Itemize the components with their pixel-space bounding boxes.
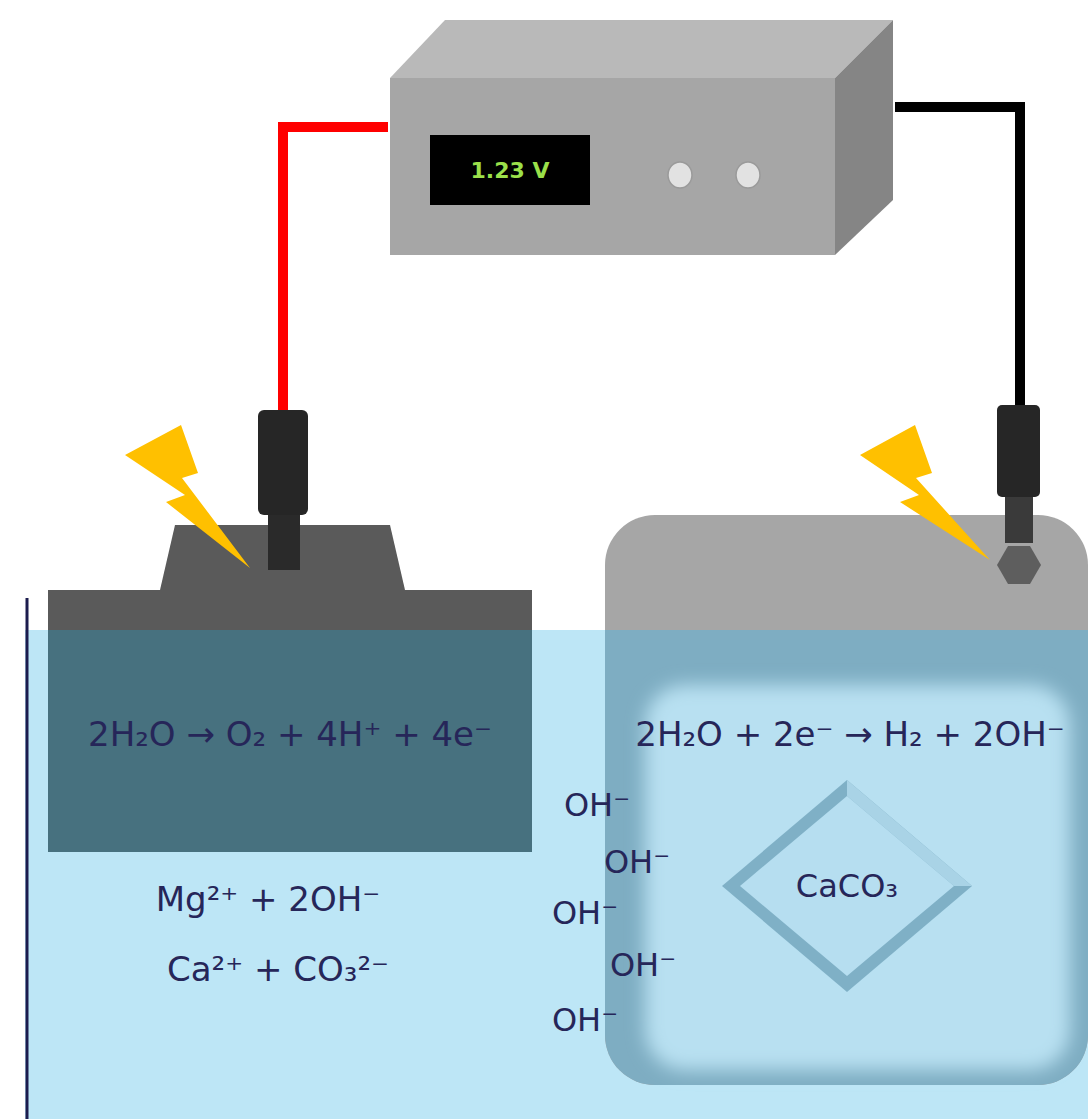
water xyxy=(25,630,1088,1119)
hydroxide-label: OH⁻ xyxy=(564,787,630,824)
tank-wall xyxy=(26,598,29,1119)
case-front xyxy=(390,78,835,255)
ion-label: Ca²⁺ + CO₃²⁻ xyxy=(167,950,389,989)
terminal-pin xyxy=(1005,493,1033,543)
anode: 2H₂O → O₂ + 4H⁺ + 4e⁻ xyxy=(48,410,532,852)
black-wire xyxy=(895,107,1020,405)
terminal-plug xyxy=(997,405,1040,497)
ion-label: Mg²⁺ + 2OH⁻ xyxy=(156,880,381,919)
terminal-plug xyxy=(258,410,308,515)
terminal-pin xyxy=(268,510,300,570)
red-wire xyxy=(283,127,388,410)
control-knob xyxy=(736,162,760,188)
voltage-readout: 1.23 V xyxy=(471,158,550,183)
lightning-bolt xyxy=(125,425,250,568)
lightning-bolt xyxy=(860,425,990,560)
crystal-face xyxy=(740,796,954,976)
anode-plate-top xyxy=(48,590,532,630)
hydroxide-label: OH⁻ xyxy=(604,844,670,881)
calcium-carbonate-crystal: CaCO₃ xyxy=(722,780,972,992)
half-reaction: 2H₂O → O₂ + 4H⁺ + 4e⁻ xyxy=(88,715,492,754)
cathode: CaCO₃ 2H₂O + 2e⁻ → H₂ + 2OH⁻ xyxy=(605,405,1088,1085)
hydroxide-label: OH⁻ xyxy=(610,947,676,984)
mineral-name: CaCO₃ xyxy=(796,868,898,905)
case-top xyxy=(390,20,893,78)
anode-plate-submerged xyxy=(48,630,532,852)
half-reaction: 2H₂O + 2e⁻ → H₂ + 2OH⁻ xyxy=(635,715,1065,754)
terminal-nut xyxy=(997,546,1041,584)
cathode-submerged xyxy=(605,630,1088,1085)
control-knob xyxy=(668,162,692,188)
anode-art xyxy=(48,410,532,852)
power-supply: 1.23 V xyxy=(388,18,895,258)
power-supply-art xyxy=(388,18,895,258)
display-screen xyxy=(430,135,590,205)
cathode-mesh xyxy=(605,515,1088,1085)
crystal-bevel xyxy=(722,780,972,992)
hydroxide-label: OH⁻ xyxy=(552,1002,618,1039)
case-side xyxy=(835,20,893,255)
hydroxide-label: OH⁻ xyxy=(552,895,618,932)
